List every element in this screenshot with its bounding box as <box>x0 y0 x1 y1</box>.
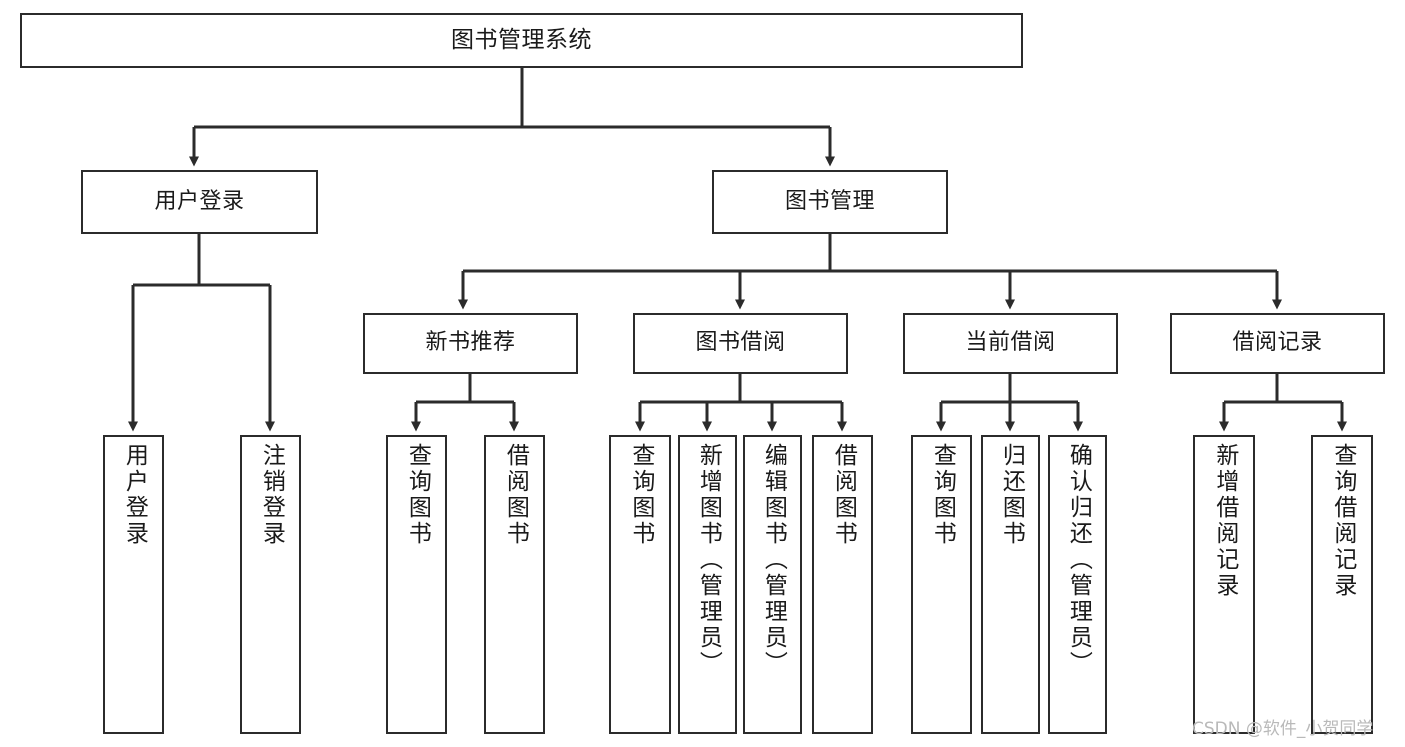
leaf-borrow-edit-book-admin-label: 编辑图书（管理员） <box>760 443 787 677</box>
leaf-user-login-signin-label: 用户登录 <box>121 443 148 547</box>
csdn-watermark: CSDN @软件_小贺同学 <box>1192 719 1374 739</box>
node-root[interactable]: 图书管理系统 <box>20 13 1023 68</box>
leaf-borrow-query-books[interactable]: 查询图书 <box>609 435 671 734</box>
leaf-borrow-query-books-label: 查询图书 <box>627 443 654 547</box>
node-current-borrow-label: 当前借阅 <box>965 330 1056 356</box>
leaf-current-return-books-label: 归还图书 <box>998 443 1025 547</box>
leaf-records-add-record[interactable]: 新增借阅记录 <box>1193 435 1255 734</box>
leaf-current-query-books[interactable]: 查询图书 <box>911 435 972 734</box>
leaf-current-confirm-return-admin-label: 确认归还（管理员） <box>1065 443 1092 677</box>
leaf-newbook-borrow-books-label: 借阅图书 <box>502 443 529 547</box>
node-borrow-records[interactable]: 借阅记录 <box>1170 313 1385 374</box>
leaf-borrow-add-book-admin[interactable]: 新增图书（管理员） <box>678 435 737 734</box>
leaf-borrow-add-book-admin-label: 新增图书（管理员） <box>695 443 722 677</box>
node-user-login-label: 用户登录 <box>154 188 245 214</box>
leaf-user-login-signin[interactable]: 用户登录 <box>103 435 164 734</box>
node-current-borrow[interactable]: 当前借阅 <box>903 313 1118 374</box>
leaf-newbook-query-books-label: 查询图书 <box>404 443 431 547</box>
leaf-newbook-query-books[interactable]: 查询图书 <box>386 435 447 734</box>
leaf-current-confirm-return-admin[interactable]: 确认归还（管理员） <box>1048 435 1107 734</box>
node-book-management[interactable]: 图书管理 <box>712 170 948 234</box>
leaf-borrow-borrow-books-label: 借阅图书 <box>830 443 857 547</box>
node-book-borrow-label: 图书借阅 <box>695 330 786 356</box>
node-user-login[interactable]: 用户登录 <box>81 170 318 234</box>
node-book-borrow[interactable]: 图书借阅 <box>633 313 848 374</box>
leaf-user-login-signout-label: 注销登录 <box>258 443 285 547</box>
node-new-book-recommend-label: 新书推荐 <box>425 330 516 356</box>
leaf-records-add-record-label: 新增借阅记录 <box>1211 443 1238 599</box>
leaf-borrow-edit-book-admin[interactable]: 编辑图书（管理员） <box>743 435 802 734</box>
leaf-records-query-record[interactable]: 查询借阅记录 <box>1311 435 1373 734</box>
leaf-borrow-borrow-books[interactable]: 借阅图书 <box>812 435 873 734</box>
leaf-newbook-borrow-books[interactable]: 借阅图书 <box>484 435 545 734</box>
node-book-management-label: 图书管理 <box>784 188 875 214</box>
node-borrow-records-label: 借阅记录 <box>1232 330 1323 356</box>
leaf-user-login-signout[interactable]: 注销登录 <box>240 435 301 734</box>
leaf-records-query-record-label: 查询借阅记录 <box>1329 443 1356 599</box>
leaf-current-query-books-label: 查询图书 <box>929 443 956 547</box>
leaf-current-return-books[interactable]: 归还图书 <box>981 435 1040 734</box>
node-new-book-recommend[interactable]: 新书推荐 <box>363 313 578 374</box>
node-root-label: 图书管理系统 <box>451 26 592 53</box>
